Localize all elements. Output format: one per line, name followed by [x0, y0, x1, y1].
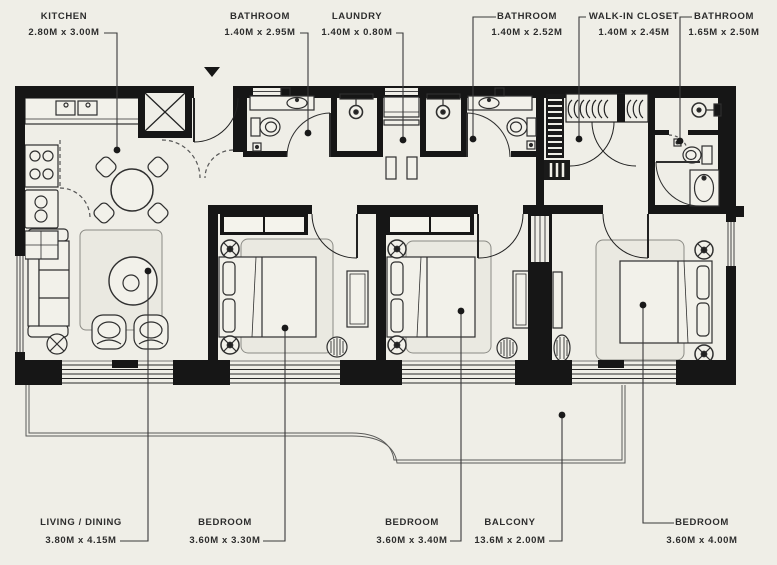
- dresser-icon: [552, 271, 563, 329]
- bed-icon: [619, 260, 713, 344]
- room-name: BATHROOM: [229, 11, 291, 22]
- shower-icon: [426, 93, 461, 120]
- bathtub-icon: [689, 169, 720, 207]
- room-name: LAUNDRY: [331, 11, 383, 22]
- room-dims: 1.40M x 2.52M: [491, 27, 563, 38]
- label-bathroom-2: BATHROOM 1.40M x 2.52M: [457, 9, 597, 41]
- room-dims: 1.40M x 2.95M: [224, 27, 296, 38]
- label-balcony: BALCONY 13.6M x 2.00M: [440, 514, 580, 550]
- room-dims: 3.60M x 3.40M: [376, 535, 448, 546]
- living-room: [27, 210, 169, 355]
- stove-icon: [24, 144, 59, 188]
- label-walk-in-closet: WALK-IN CLOSET 1.40M x 2.45M: [564, 9, 704, 41]
- bedside-lamp-icon: [220, 239, 240, 259]
- room-dims: 2.80M x 3.00M: [28, 27, 100, 38]
- washer-icon: [383, 96, 420, 126]
- label-laundry: LAUNDRY 1.40M x 0.80M: [287, 9, 427, 41]
- room-name: BEDROOM: [385, 517, 439, 528]
- armchair-icon: [91, 314, 127, 350]
- vanity-sink-icon: [249, 87, 315, 111]
- wall-windows: [15, 88, 736, 352]
- bedroom-2: [386, 239, 530, 359]
- vanity-sink-icon: [467, 87, 533, 111]
- hanger-rail-icon: [565, 93, 649, 123]
- room-name: BEDROOM: [675, 517, 729, 528]
- room-name: KITCHEN: [40, 11, 88, 22]
- kitchen: [24, 87, 234, 260]
- label-leader-lines: [104, 16, 692, 542]
- label-bedroom-1: BEDROOM 3.60M x 3.30M: [155, 514, 295, 550]
- bathroom-3: [655, 102, 722, 207]
- coffee-table-icon: [108, 256, 158, 306]
- room-name: BEDROOM: [198, 517, 252, 528]
- bifold-doors: [385, 156, 418, 180]
- bedside-lamp-icon: [387, 335, 407, 355]
- label-bathroom-3: BATHROOM 1.65M x 2.50M: [654, 9, 777, 41]
- kitchen-cabinet-icon: [24, 230, 59, 260]
- dresser-icon: [346, 270, 369, 328]
- room-dims: 3.60M x 3.30M: [189, 535, 261, 546]
- bathroom-1: [249, 87, 374, 158]
- dining-table-icon: [93, 156, 169, 224]
- label-living-dining: LIVING / DINING 3.80M x 4.15M: [11, 514, 151, 550]
- room-name: WALK-IN CLOSET: [588, 11, 680, 22]
- room-name: BATHROOM: [496, 11, 558, 22]
- kitchen-counter-icon: [24, 87, 141, 125]
- room-dims: 1.40M x 0.80M: [321, 27, 393, 38]
- balcony-railing: [25, 385, 626, 464]
- room-name: LIVING / DINING: [40, 517, 122, 528]
- bedroom-1: [218, 239, 369, 358]
- room-dims: 1.65M x 2.50M: [688, 27, 760, 38]
- elevator-shaft: [138, 86, 192, 138]
- dresser-icon: [512, 270, 530, 329]
- bed-icon: [386, 256, 476, 338]
- shower-icon: [339, 93, 374, 120]
- toilet-icon: [250, 117, 281, 152]
- cabinet-swing-dashes: [59, 139, 234, 219]
- label-kitchen: KITCHEN 2.80M x 3.00M: [0, 9, 134, 41]
- label-bedroom-3: BEDROOM 3.60M x 4.00M: [632, 514, 772, 550]
- label-bathroom-1: BATHROOM 1.40M x 2.95M: [190, 9, 330, 41]
- entry-door: [193, 97, 239, 143]
- room-name: BALCONY: [484, 517, 536, 528]
- pouf-icon: [553, 334, 571, 362]
- room-dims: 3.80M x 4.15M: [45, 535, 117, 546]
- label-bedroom-2: BEDROOM 3.60M x 3.40M: [342, 514, 482, 550]
- walk-in-closet: [544, 93, 649, 180]
- entry-marker-icon: [204, 67, 220, 77]
- bedside-lamp-icon: [220, 335, 240, 355]
- shelving-icon: [544, 94, 570, 180]
- toilet-icon: [506, 117, 537, 150]
- door-arc: [286, 112, 331, 158]
- door-arc: [655, 161, 701, 207]
- door-arc: [466, 112, 511, 158]
- bedside-lamp-icon: [694, 344, 714, 364]
- bedside-lamp-icon: [694, 240, 714, 260]
- pouf-icon: [496, 337, 518, 359]
- bedside-lamp-icon: [387, 239, 407, 259]
- sink-icon: [691, 102, 722, 118]
- closet-door-arcs: [569, 121, 637, 167]
- pouf-icon: [326, 336, 348, 358]
- room-dims: 3.60M x 4.00M: [666, 535, 738, 546]
- room-dims: 1.40M x 2.45M: [598, 27, 670, 38]
- bedroom-doors: [311, 213, 649, 259]
- bathroom-2: [426, 87, 537, 158]
- fridge-icon: [24, 189, 59, 229]
- room-dims: 13.6M x 2.00M: [474, 535, 546, 546]
- armchair-icon: [133, 314, 169, 350]
- room-name: BATHROOM: [693, 11, 755, 22]
- laundry: [383, 96, 420, 180]
- label-dots: [113, 129, 684, 419]
- bed-icon: [218, 256, 317, 338]
